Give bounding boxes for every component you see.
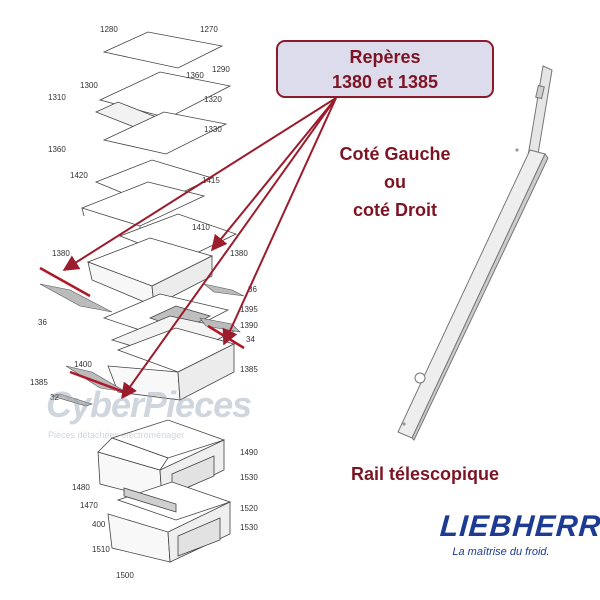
part-number: 1470 [80, 501, 98, 510]
side-left-text: Coté Gauche [339, 144, 451, 164]
callout-box: Repères 1380 et 1385 [276, 40, 494, 98]
brand-logo: LIEBHERR [438, 510, 600, 543]
part-number: 1330 [204, 125, 222, 134]
freezer-drawer-1 [97, 419, 226, 501]
watermark: CyberPieces [46, 384, 252, 425]
part-number: 1385 [30, 378, 48, 387]
part-number: 1270 [200, 25, 218, 34]
part-number: 1500 [116, 571, 134, 580]
part-number: 1290 [212, 65, 230, 74]
part-number: 1480 [72, 483, 90, 492]
side-right-text: coté Droit [352, 200, 437, 220]
side-or-text: ou [384, 172, 406, 192]
glass-shelf-mid [80, 159, 214, 232]
part-number: 36 [248, 285, 257, 294]
part-number-labels: 1280 1270 1300 1360 1290 1310 1320 1330 … [30, 25, 258, 580]
part-number: 1520 [240, 504, 258, 513]
part-number: 32 [50, 393, 59, 402]
part-number: 1360 [186, 71, 204, 80]
arrow-3 [222, 97, 337, 346]
rail-hole [414, 372, 426, 384]
part-number: 1360 [48, 145, 66, 154]
part-number: 1310 [48, 93, 66, 102]
part-number: 1410 [192, 223, 210, 232]
part-number: 1300 [80, 81, 98, 90]
part-number: 1400 [74, 360, 92, 369]
part-number: 36 [38, 318, 47, 327]
watermark-subtitle: Pièces détachées électroménager [48, 430, 185, 440]
drawer-lower-frame [107, 327, 236, 401]
highlight-1380-left [39, 266, 91, 298]
part-number: 34 [246, 335, 255, 344]
part-number: 1385 [240, 365, 258, 374]
arrow-2 [210, 97, 337, 252]
arrow-4 [121, 97, 337, 400]
callout-line2: 1380 et 1385 [331, 72, 439, 92]
part-number: 1420 [70, 171, 88, 180]
glass-shelf-top [94, 31, 232, 155]
part-number: 1490 [240, 448, 258, 457]
callout-line1: Repères [349, 47, 421, 67]
highlight-1385-left [69, 370, 125, 394]
part-number: 1415 [202, 176, 220, 185]
part-number: 400 [92, 520, 106, 529]
brand-tagline: La maîtrise du froid. [452, 546, 550, 558]
arrow-1 [62, 97, 337, 271]
part-number: 1390 [240, 321, 258, 330]
callout-arrows [62, 97, 337, 400]
part-number: 1320 [204, 95, 222, 104]
part-number: 1380 [230, 249, 248, 258]
rail-label: Rail télescopique [350, 464, 500, 484]
part-number: 1395 [240, 305, 258, 314]
freezer-drawer-2 [107, 481, 232, 563]
part-number: 1530 [240, 523, 258, 532]
telescopic-rail [397, 65, 553, 441]
part-number: 1380 [52, 249, 70, 258]
part-number: 1280 [100, 25, 118, 34]
crisper-drawer-upper [86, 213, 238, 307]
part-number: 1510 [92, 545, 110, 554]
part-number: 1530 [240, 473, 258, 482]
